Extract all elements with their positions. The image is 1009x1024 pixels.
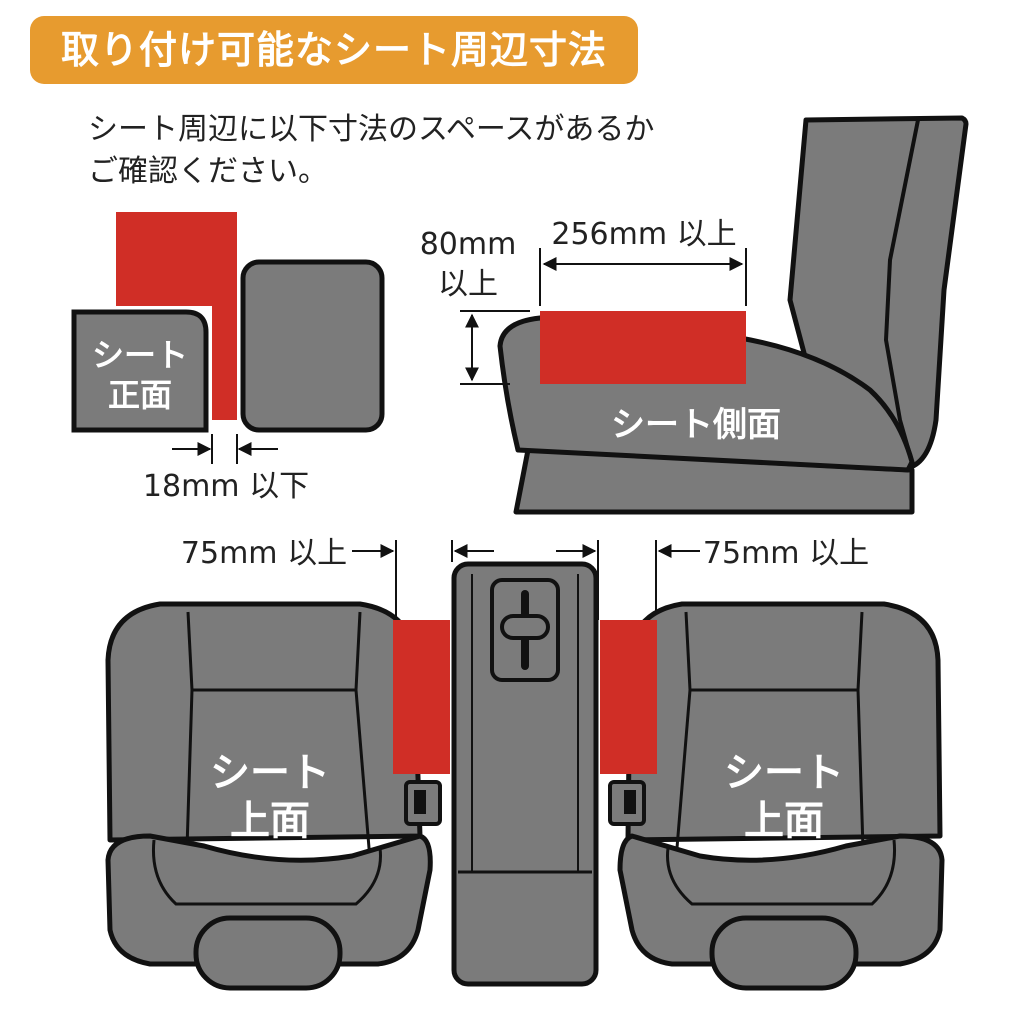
top-right-gap-label: 75mm 以上 bbox=[703, 536, 869, 571]
description-line-1: シート周辺に以下寸法のスペースがあるか bbox=[88, 112, 655, 147]
front-seat-right bbox=[240, 259, 385, 433]
title-badge bbox=[30, 16, 638, 84]
side-height-label-2: 以上 bbox=[438, 267, 498, 302]
side-space-red bbox=[540, 311, 746, 384]
console-body bbox=[451, 561, 599, 987]
right-seat-back-inner bbox=[684, 611, 864, 692]
front-view: シート 正面 18mm 以下 bbox=[71, 212, 385, 504]
right-seat-side-line-l bbox=[674, 689, 692, 861]
side-view: シート側面 256mm 以上 80mm 以上 bbox=[420, 115, 969, 515]
front-gap-label: 18mm 以下 bbox=[143, 469, 309, 504]
top-right-space-red bbox=[600, 620, 657, 774]
left-seat-label-2: 上面 bbox=[230, 798, 310, 844]
right-seat-front-line bbox=[666, 839, 897, 906]
side-width-label: 256mm 以上 bbox=[551, 217, 736, 252]
left-seat-side-line-r bbox=[354, 689, 372, 861]
front-seat-left bbox=[71, 309, 209, 433]
top-left-space-red bbox=[393, 620, 450, 774]
right-seat-label-2: 上面 bbox=[744, 798, 824, 844]
description-line-2: ご確認ください。 bbox=[88, 154, 328, 189]
console-latch-knob bbox=[500, 614, 550, 640]
top-left-seat: シート 上面 bbox=[105, 601, 442, 991]
top-center-console bbox=[451, 561, 599, 987]
page-title: 取り付け可能なシート周辺寸法 bbox=[60, 28, 607, 72]
right-seat-headrest bbox=[709, 915, 859, 991]
left-seat-headrest bbox=[193, 915, 343, 991]
front-space-red bbox=[116, 212, 237, 420]
top-left-gap-label: 75mm 以上 bbox=[181, 536, 347, 571]
side-seat-label: シート側面 bbox=[611, 405, 781, 445]
left-seat-front bbox=[105, 833, 433, 967]
left-seat-label-1: シート bbox=[210, 750, 330, 796]
top-right-seat: シート 上面 bbox=[608, 601, 945, 991]
top-view: 75mm 以上 75mm 以上 シート 上面 bbox=[105, 536, 945, 991]
right-seat-front bbox=[617, 833, 945, 967]
side-height-label-1: 80mm bbox=[420, 227, 517, 262]
front-seat-label-1: シート bbox=[92, 336, 188, 374]
left-seat-back-inner bbox=[186, 611, 362, 692]
left-buckle-slot bbox=[414, 790, 426, 814]
front-seat-label-2: 正面 bbox=[108, 376, 172, 414]
left-seat-front-line bbox=[151, 839, 382, 906]
right-seat-label-1: シート bbox=[724, 750, 844, 796]
right-buckle-slot bbox=[624, 790, 636, 814]
